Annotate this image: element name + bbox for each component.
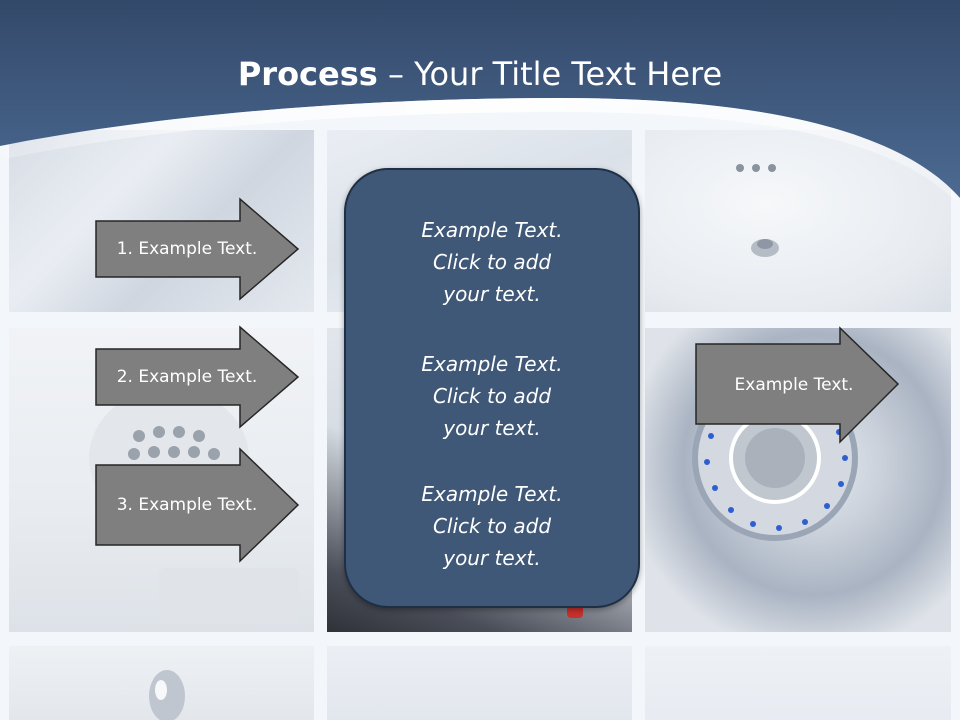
arrow-right-icon — [95, 447, 300, 563]
paragraph-line: your text. — [443, 282, 541, 306]
step-arrow-1[interactable]: 1. Example Text. — [94, 197, 300, 301]
paragraph-line: Click to add — [432, 514, 552, 538]
center-paragraph-3: Example Text. Click to add your text. — [346, 478, 638, 574]
center-text-box[interactable]: Example Text. Click to add your text. Ex… — [344, 168, 640, 608]
title-rest: – Your Title Text Here — [377, 55, 723, 93]
header-band — [0, 0, 960, 200]
page-title: Process – Your Title Text Here — [0, 52, 960, 96]
paragraph-line: Click to add — [432, 384, 552, 408]
background-photo-tile — [645, 646, 951, 720]
faucet-detail-icon — [736, 164, 779, 257]
arrow-right-icon — [95, 325, 300, 429]
background-photo-tile — [645, 130, 951, 312]
background-photo-tile — [327, 646, 632, 720]
paragraph-line: your text. — [443, 546, 541, 570]
step-label: 1. Example Text. — [116, 239, 258, 259]
step-label: 2. Example Text. — [116, 367, 258, 387]
step-arrow-3[interactable]: 3. Example Text. — [94, 447, 300, 563]
paragraph-line: Click to add — [432, 250, 552, 274]
step-label: 3. Example Text. — [116, 495, 258, 515]
tap-handle-icon — [149, 670, 185, 720]
background-photo-tile — [9, 646, 314, 720]
arrow-right-icon — [695, 326, 900, 444]
paragraph-line: Example Text. — [421, 218, 563, 242]
paragraph-line: Example Text. — [421, 482, 563, 506]
center-paragraph-2: Example Text. Click to add your text. — [346, 348, 638, 444]
step-arrow-2[interactable]: 2. Example Text. — [94, 325, 300, 429]
result-label: Example Text. — [734, 375, 854, 395]
paragraph-line: Example Text. — [421, 352, 563, 376]
title-bold: Process — [237, 55, 378, 93]
center-paragraph-1: Example Text. Click to add your text. — [346, 214, 638, 310]
arrow-right-icon — [95, 197, 300, 301]
paragraph-line: your text. — [443, 416, 541, 440]
result-arrow[interactable]: Example Text. — [694, 326, 900, 444]
